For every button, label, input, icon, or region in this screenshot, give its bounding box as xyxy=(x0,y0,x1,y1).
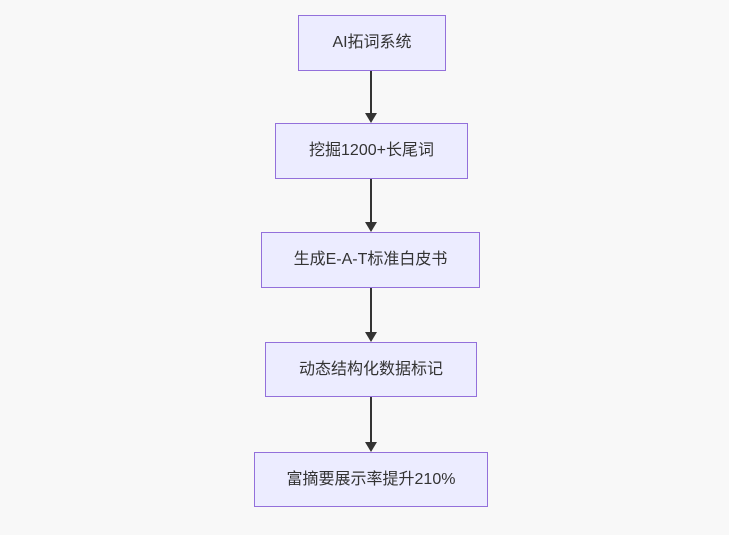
flowchart-node-structured-data-markup: 动态结构化数据标记 xyxy=(265,342,477,397)
arrow-down-icon xyxy=(365,442,377,452)
node-label: 动态结构化数据标记 xyxy=(298,360,443,378)
arrow-down-icon xyxy=(365,332,377,342)
flow-arrow-3 xyxy=(365,288,377,342)
flow-arrow-4 xyxy=(365,397,377,452)
flow-arrow-2 xyxy=(365,179,377,232)
flowchart-node-eat-whitepaper: 生成E-A-T标准白皮书 xyxy=(261,232,480,288)
node-label: 富摘要展示率提升210% xyxy=(286,470,456,488)
node-label: 挖掘1200+长尾词 xyxy=(309,142,434,159)
arrow-line xyxy=(370,288,372,333)
arrow-line xyxy=(370,179,372,223)
flowchart-node-rich-snippet-result: 富摘要展示率提升210% xyxy=(254,452,488,507)
node-label: AI拓词系统 xyxy=(332,34,412,51)
arrow-line xyxy=(370,397,372,443)
arrow-down-icon xyxy=(365,222,377,232)
flowchart-node-ai-expansion-system: AI拓词系统 xyxy=(298,15,446,71)
arrow-down-icon xyxy=(365,113,377,123)
arrow-line xyxy=(370,71,372,114)
flowchart-node-longtail-keywords: 挖掘1200+长尾词 xyxy=(275,123,468,179)
node-label: 生成E-A-T标准白皮书 xyxy=(293,251,448,268)
flow-arrow-1 xyxy=(365,71,377,123)
